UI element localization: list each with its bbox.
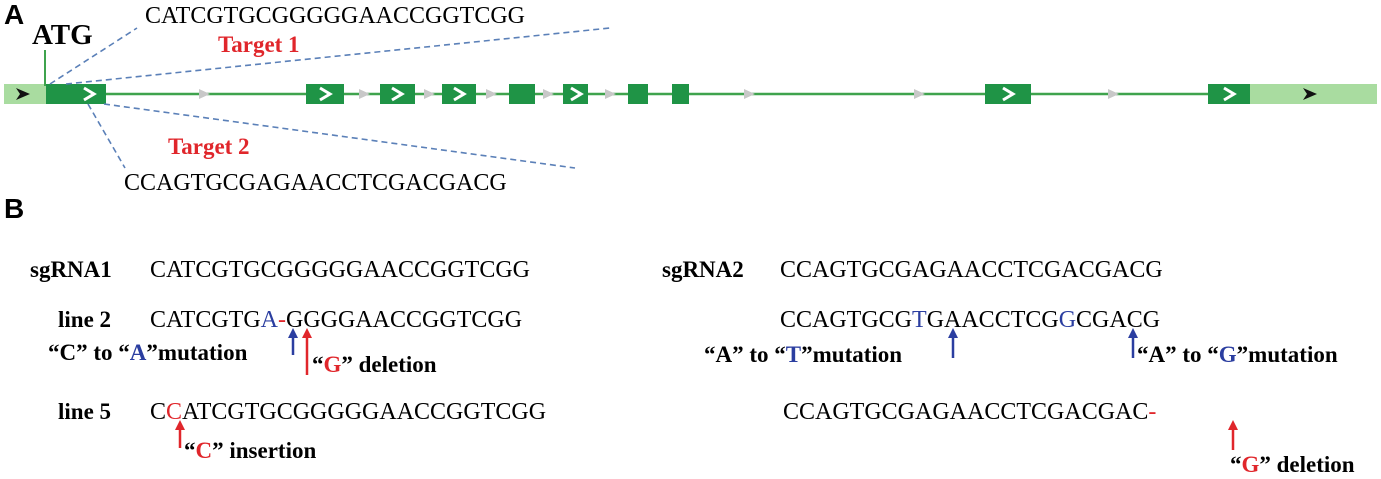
sgrna2-mutation1-note: “A” to “T”mutation [704,342,902,367]
chevron-right-icon [319,86,333,102]
chevron-right-icon [391,86,405,102]
exon [509,84,535,104]
utr-arrow-icon [16,88,30,100]
intron-arrow-icon [914,89,925,99]
line2-deletion-note: “G” deletion [312,352,437,377]
line2-seq-deletion: - [278,307,286,333]
intron-arrow-icon [744,89,755,99]
target-zoom-lines [49,27,611,169]
sgrna1-label: sgRNA1 [30,257,112,282]
intron-arrow-icon [543,89,554,99]
line5-seq-insertion: C [166,399,182,425]
target2-label: Target 2 [168,134,250,159]
target1-zoom-line-left [49,27,138,85]
chevron-right-icon [1223,86,1237,102]
exon-chevrons [83,86,1237,102]
line5-seq-pre: C [150,399,166,425]
chevron-right-icon [1002,86,1016,102]
line2-mutation-note: “C” to “A”mutation [48,340,248,365]
sgrna2-mutated-base-1: T [912,307,927,333]
chevron-right-icon [570,86,584,102]
target1-sequence: CATCGTGCGGGGGAACCGGTCGG [145,3,525,29]
sgrna2-mutated-base-2: G [1059,307,1076,333]
sgrna2-label: sgRNA2 [662,257,744,282]
panel-b-label: B [4,193,24,224]
sgrna2-deletion-mark: - [1148,399,1156,425]
exon [985,84,1031,104]
intron-arrow-icon [199,89,210,99]
exon [1208,84,1250,104]
intron-arrow-icon [605,89,616,99]
line2-seq-post: GGGGAACCGGTCGG [286,307,522,333]
target2-zoom-line-left [87,103,126,169]
intron-arrow-icon [486,89,497,99]
sgrna2-deletion-sequence: CCAGTGCGAGAACCTCGACGAC- [783,399,1156,425]
sgrna2-mutant-sequence: CCAGTGCGTGAACCTCGGCGACG [780,307,1160,333]
panel-a-label: A [4,0,24,30]
intron-direction-arrows [199,89,1119,99]
exon [442,84,476,104]
line5-insertion-note: “C” insertion [184,438,316,463]
line2-seq-mutated-base: A [261,307,279,333]
sgrna2-sequence: CCAGTGCGAGAACCTCGACGACG [780,257,1163,283]
exon [380,84,415,104]
exon [46,84,106,104]
chevron-right-icon [453,86,467,102]
line5-label: line 5 [58,399,111,424]
chevron-right-icon [83,86,97,102]
exon [628,84,648,104]
exons [46,84,1250,104]
sgrna1-sequence: CATCGTGCGGGGGAACCGGTCGG [150,257,530,283]
gene-model [4,84,1377,104]
intron-arrow-icon [359,89,370,99]
atg-label: ATG [32,19,93,51]
line5-seq-post: ATCGTGCGGGGGAACCGGTCGG [182,399,546,425]
line5-sequence: CCATCGTGCGGGGGAACCGGTCGG [150,399,546,425]
line2-sequence: CATCGTGA-GGGGAACCGGTCGG [150,307,522,333]
exon [672,84,689,104]
line2-label: line 2 [58,307,111,332]
target1-label: Target 1 [218,32,300,57]
exon [563,84,588,104]
intron-arrow-icon [1108,89,1119,99]
sgrna2-mutation2-note: “A” to “G”mutation [1137,342,1338,367]
exon [306,84,344,104]
line2-seq-pre: CATCGTG [150,307,261,333]
target1-zoom-line-right [65,27,611,85]
target2-sequence: CCAGTGCGAGAACCTCGACGACG [124,170,507,196]
intron-arrow-icon [424,89,435,99]
utr-arrow-icon [1303,88,1317,100]
sgrna2-deletion-note: “G” deletion [1230,452,1355,477]
